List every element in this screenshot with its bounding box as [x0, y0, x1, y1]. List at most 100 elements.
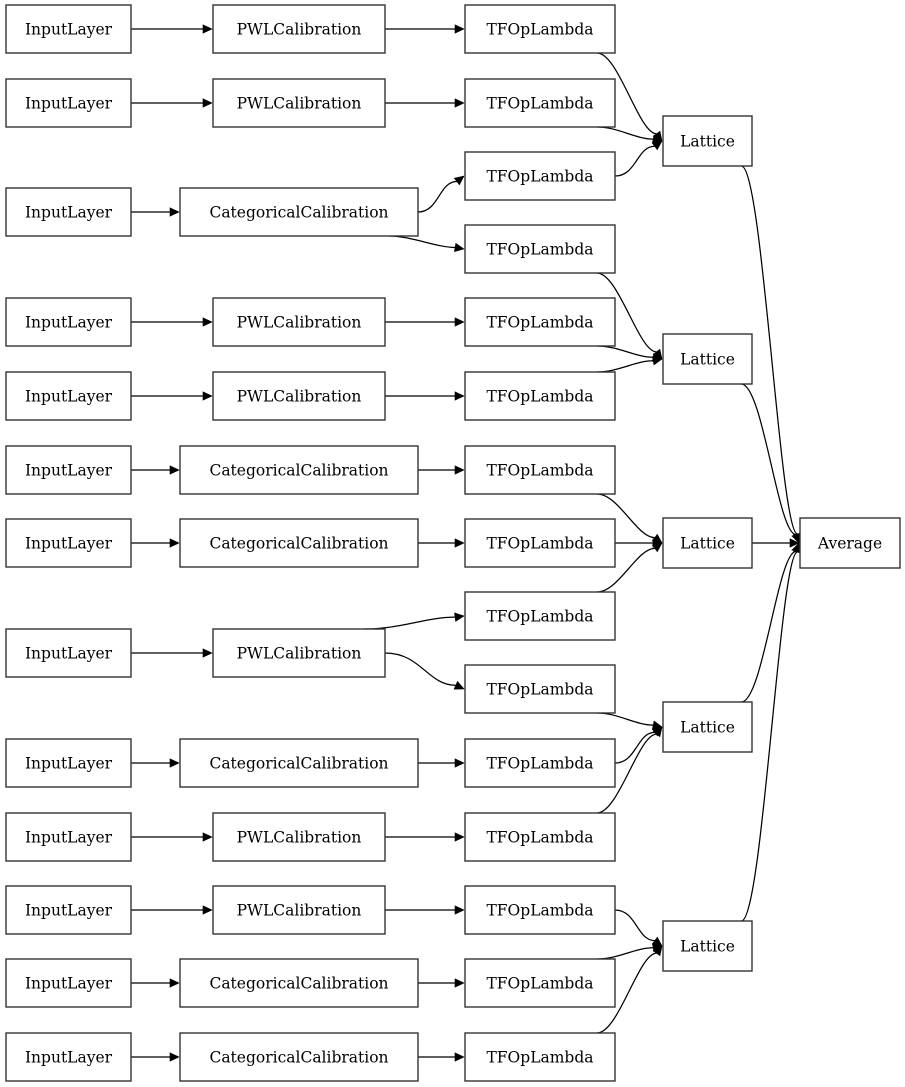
node-pwlcalibration-cal2[interactable]: PWLCalibration: [212, 78, 386, 128]
node-input-layer-in5[interactable]: InputLayer: [5, 371, 132, 421]
node-lattice-lat5[interactable]: Lattice: [662, 920, 753, 972]
arrowhead-icon: [454, 317, 465, 327]
edge-lattice-to-average: [740, 551, 799, 922]
node-categorical-calibration-cal6[interactable]: CategoricalCalibration: [179, 445, 419, 495]
node-input-layer-in10[interactable]: InputLayer: [5, 812, 132, 862]
node-lattice-lat3[interactable]: Lattice: [662, 517, 753, 569]
node-box: [464, 738, 616, 788]
node-box: [464, 885, 616, 935]
node-tfop-lambda-op1[interactable]: TFOpLambda: [464, 4, 616, 54]
node-pwlcalibration-cal4[interactable]: PWLCalibration: [212, 297, 386, 347]
node-input-layer-in1[interactable]: InputLayer: [5, 4, 132, 54]
node-box: [464, 664, 616, 714]
node-label: CategoricalCalibration: [209, 204, 388, 222]
node-categorical-calibration-cal3[interactable]: CategoricalCalibration: [179, 187, 419, 237]
node-label: TFOpLambda: [486, 21, 593, 39]
node-input-layer-in11[interactable]: InputLayer: [5, 885, 132, 935]
node-pwlcalibration-cal11[interactable]: PWLCalibration: [212, 885, 386, 935]
node-pwlcalibration-cal8[interactable]: PWLCalibration: [212, 628, 386, 678]
node-tfop-lambda-op12[interactable]: TFOpLambda: [464, 812, 616, 862]
arrowhead-icon: [454, 978, 465, 988]
node-tfop-lambda-op13[interactable]: TFOpLambda: [464, 885, 616, 935]
node-box: [5, 4, 132, 54]
node-label: InputLayer: [25, 462, 113, 480]
node-label: InputLayer: [25, 902, 113, 920]
arrowhead-icon: [202, 648, 213, 658]
node-box: [464, 812, 616, 862]
node-tfop-lambda-op6[interactable]: TFOpLambda: [464, 371, 616, 421]
node-box: [212, 297, 386, 347]
node-input-layer-in4[interactable]: InputLayer: [5, 297, 132, 347]
arrowhead-icon: [651, 356, 663, 366]
node-label: PWLCalibration: [237, 95, 362, 113]
node-box: [464, 445, 616, 495]
node-tfop-lambda-op15[interactable]: TFOpLambda: [464, 1032, 616, 1082]
node-categorical-calibration-cal9[interactable]: CategoricalCalibration: [179, 738, 419, 788]
node-tfop-lambda-op10[interactable]: TFOpLambda: [464, 664, 616, 714]
node-average-avg[interactable]: Average: [799, 517, 901, 569]
node-lattice-lat2[interactable]: Lattice: [662, 333, 753, 385]
node-pwlcalibration-cal10[interactable]: PWLCalibration: [212, 812, 386, 862]
node-pwlcalibration-cal1[interactable]: PWLCalibration: [212, 4, 386, 54]
node-box: [5, 297, 132, 347]
node-label: InputLayer: [25, 755, 113, 773]
edge-lattice-to-average: [741, 383, 797, 536]
node-box: [464, 958, 616, 1008]
node-tfop-lambda-op4[interactable]: TFOpLambda: [464, 224, 616, 274]
node-tfop-lambda-op11[interactable]: TFOpLambda: [464, 738, 616, 788]
arrowhead-icon: [453, 680, 465, 690]
node-pwlcalibration-cal5[interactable]: PWLCalibration: [212, 371, 386, 421]
node-box: [464, 4, 616, 54]
node-tfop-lambda-op9[interactable]: TFOpLambda: [464, 591, 616, 641]
node-label: TFOpLambda: [486, 241, 593, 259]
node-input-layer-in9[interactable]: InputLayer: [5, 738, 132, 788]
node-lattice-lat4[interactable]: Lattice: [662, 701, 753, 753]
node-tfop-lambda-op7[interactable]: TFOpLambda: [464, 445, 616, 495]
node-categorical-calibration-cal7[interactable]: CategoricalCalibration: [179, 518, 419, 568]
node-tfop-lambda-op3[interactable]: TFOpLambda: [464, 151, 616, 201]
node-input-layer-in8[interactable]: InputLayer: [5, 628, 132, 678]
node-label: PWLCalibration: [237, 388, 362, 406]
arrowhead-icon: [454, 612, 465, 622]
node-label: TFOpLambda: [486, 829, 593, 847]
node-label: InputLayer: [25, 21, 113, 39]
arrowhead-icon: [202, 24, 213, 34]
node-label: PWLCalibration: [237, 902, 362, 920]
node-input-layer-in7[interactable]: InputLayer: [5, 518, 132, 568]
node-tfop-lambda-op2[interactable]: TFOpLambda: [464, 78, 616, 128]
node-tfop-lambda-op5[interactable]: TFOpLambda: [464, 297, 616, 347]
node-box: [464, 518, 616, 568]
node-lattice-lat1[interactable]: Lattice: [662, 115, 753, 167]
node-label: PWLCalibration: [237, 645, 362, 663]
node-categorical-calibration-cal12[interactable]: CategoricalCalibration: [179, 958, 419, 1008]
node-tfop-lambda-op8[interactable]: TFOpLambda: [464, 518, 616, 568]
node-label: InputLayer: [25, 1049, 113, 1067]
node-label: InputLayer: [25, 975, 113, 993]
node-label: Lattice: [680, 351, 735, 369]
node-box: [5, 187, 132, 237]
node-label: CategoricalCalibration: [209, 755, 388, 773]
node-label: InputLayer: [25, 829, 113, 847]
node-label: InputLayer: [25, 645, 113, 663]
node-categorical-calibration-cal13[interactable]: CategoricalCalibration: [179, 1032, 419, 1082]
node-box: [464, 297, 616, 347]
arrowhead-icon: [169, 207, 180, 217]
node-box: [5, 1032, 132, 1082]
node-label: CategoricalCalibration: [209, 975, 388, 993]
node-label: TFOpLambda: [486, 975, 593, 993]
node-label: Lattice: [680, 938, 735, 956]
node-input-layer-in6[interactable]: InputLayer: [5, 445, 132, 495]
node-box: [179, 187, 419, 237]
node-input-layer-in3[interactable]: InputLayer: [5, 187, 132, 237]
node-input-layer-in13[interactable]: InputLayer: [5, 1032, 132, 1082]
node-label: PWLCalibration: [237, 829, 362, 847]
arrowhead-icon: [169, 538, 180, 548]
node-box: [464, 78, 616, 128]
node-label: PWLCalibration: [237, 21, 362, 39]
node-input-layer-in2[interactable]: InputLayer: [5, 78, 132, 128]
node-box: [662, 920, 753, 972]
node-tfop-lambda-op14[interactable]: TFOpLambda: [464, 958, 616, 1008]
node-box: [5, 738, 132, 788]
node-label: TFOpLambda: [486, 608, 593, 626]
node-input-layer-in12[interactable]: InputLayer: [5, 958, 132, 1008]
